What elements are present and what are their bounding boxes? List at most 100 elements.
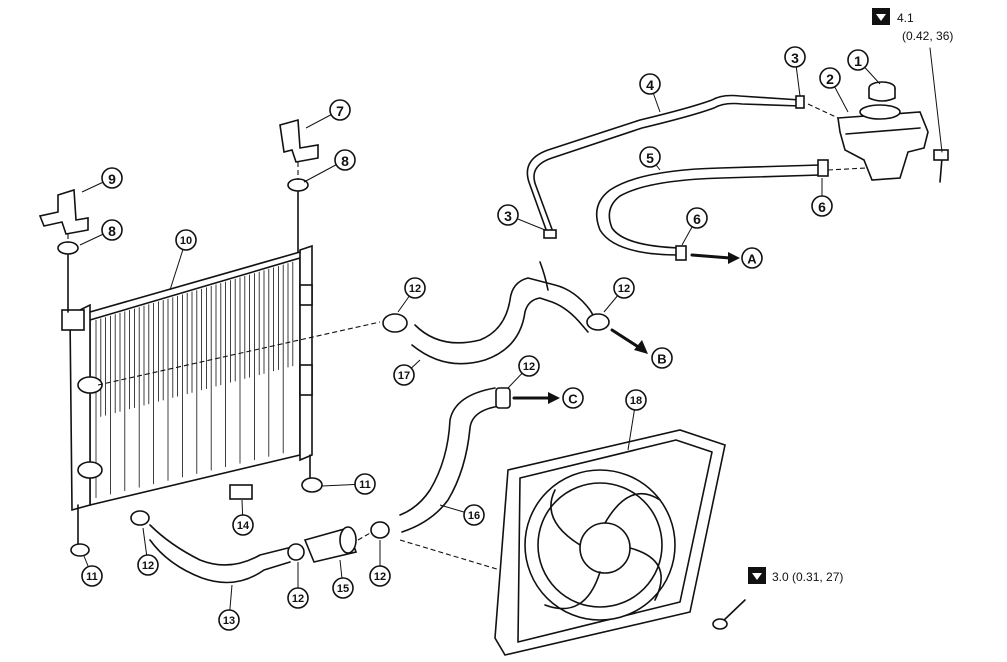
callout-17: 17	[393, 364, 415, 386]
callout-number: 12	[409, 283, 421, 295]
clamp-3-lower	[543, 229, 557, 239]
callout-circle	[175, 229, 197, 251]
callout-number: 11	[359, 479, 371, 491]
shroud-bolt	[712, 599, 746, 630]
callout-circle	[518, 355, 540, 377]
destination-circle	[651, 347, 673, 369]
callout-3: 3	[497, 204, 519, 226]
callout-5: 5	[639, 146, 661, 168]
callout-14: 14	[232, 514, 254, 536]
callout-11: 11	[354, 473, 376, 495]
callout-number: 6	[693, 211, 701, 227]
callout-10: 10	[175, 229, 197, 251]
lower-mount-bushing-right	[301, 477, 323, 493]
callout-number: 9	[108, 171, 116, 187]
callout-3: 3	[784, 46, 806, 68]
destination-letter: C	[568, 392, 578, 407]
callout-8: 8	[101, 219, 123, 241]
radiator	[61, 189, 313, 546]
callout-number: 17	[398, 370, 410, 382]
torque-value: 4.1	[897, 11, 914, 25]
callout-number: 15	[337, 583, 349, 595]
callout-circle	[101, 219, 123, 241]
callout-circle	[334, 149, 356, 171]
callout-number: 10	[180, 235, 192, 247]
callout-circle	[819, 67, 841, 89]
callout-number: 18	[630, 395, 642, 407]
callout-circle	[218, 609, 240, 631]
clamp-12-upper-right	[586, 313, 610, 331]
destination-circle	[741, 247, 763, 269]
callout-number: 12	[374, 571, 386, 583]
callout-circle	[329, 99, 351, 121]
destination-circle	[562, 387, 584, 409]
callout-circle	[784, 46, 806, 68]
reservoir-tank	[837, 104, 929, 181]
callout-number: 5	[646, 150, 654, 166]
callout-circle	[354, 473, 376, 495]
torque-value: 3.0 (0.31, 27)	[772, 570, 843, 584]
overflow-hose-5	[595, 164, 821, 256]
upper-radiator-hose	[411, 261, 597, 365]
upper-bracket-7	[279, 118, 319, 192]
clamp-12-hose13-left	[130, 510, 150, 526]
callout-circle	[625, 389, 647, 411]
callout-number: 4	[646, 77, 654, 93]
callout-circle	[137, 554, 159, 576]
callout-circle	[232, 514, 254, 536]
destination-arrow-a	[690, 252, 740, 264]
callout-number: 11	[86, 571, 98, 583]
callout-16: 16	[463, 504, 485, 526]
clamp-12-hose16-bottom	[370, 521, 390, 539]
callout-circle	[463, 504, 485, 526]
callout-number: 8	[341, 153, 349, 169]
callout-number: 3	[791, 50, 799, 66]
callout-13: 13	[218, 609, 240, 631]
callout-12: 12	[613, 277, 635, 299]
callout-number: 16	[468, 510, 480, 522]
callout-circle	[811, 195, 833, 217]
callout-2: 2	[819, 67, 841, 89]
hose-connector-15	[303, 526, 358, 563]
clamp-12-hose13-right	[287, 543, 305, 561]
callout-number: 2	[826, 71, 834, 87]
callout-circle	[287, 587, 309, 609]
callout-circle	[639, 146, 661, 168]
callout-6: 6	[811, 195, 833, 217]
hose-clip-14	[229, 484, 253, 500]
callout-circle	[847, 49, 869, 71]
callout-12: 12	[518, 355, 540, 377]
callout-11: 11	[81, 565, 103, 587]
callout-number: 8	[108, 223, 116, 239]
clamp-12-hose16-top	[495, 387, 511, 409]
reservoir-cap	[868, 81, 896, 102]
torque-spec-shroud-bolt: 3.0 (0.31, 27)	[748, 567, 843, 584]
lower-mount-bushing-left	[70, 543, 90, 557]
callout-8: 8	[334, 149, 356, 171]
callout-number: 12	[292, 593, 304, 605]
callout-15: 15	[332, 577, 354, 599]
callout-number: 13	[223, 615, 235, 627]
callout-4: 4	[639, 73, 661, 95]
callout-number: 12	[523, 361, 535, 373]
torque-imperial: (0.42, 36)	[902, 29, 953, 43]
guide-lines	[67, 103, 867, 571]
clamp-6-tank	[817, 159, 829, 177]
callout-circle	[393, 364, 415, 386]
callout-number: 3	[504, 208, 512, 224]
callout-12: 12	[404, 277, 426, 299]
callout-number: 12	[618, 283, 630, 295]
lower-radiator-hose	[149, 524, 291, 584]
callout-9: 9	[101, 167, 123, 189]
callout-number: 12	[142, 560, 154, 572]
callout-circle	[404, 277, 426, 299]
destination-arrow-b	[610, 328, 648, 354]
callout-circle	[639, 73, 661, 95]
callout-circle	[81, 565, 103, 587]
callout-circle	[332, 577, 354, 599]
callout-number: 6	[818, 199, 826, 215]
clamp-3-upper	[795, 95, 805, 109]
lower-hose-16	[399, 387, 501, 533]
mounting-bolt	[933, 149, 949, 183]
